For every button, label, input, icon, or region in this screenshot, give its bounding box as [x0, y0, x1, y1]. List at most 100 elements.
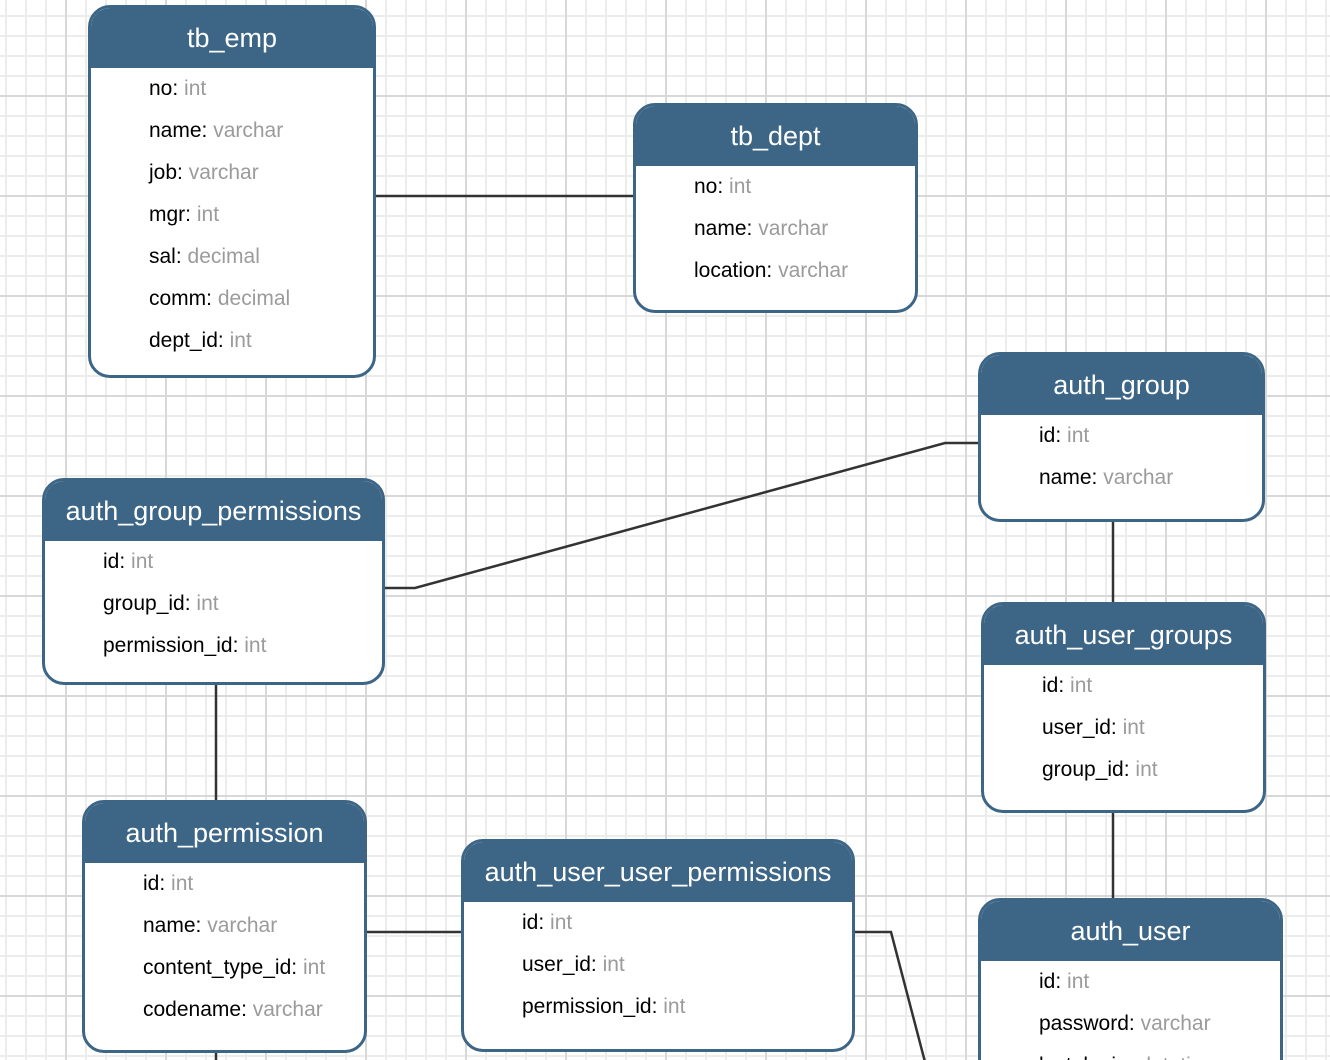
field-name: content_type_id [143, 956, 292, 979]
field-type: int [1122, 716, 1145, 739]
field-type: int [244, 634, 267, 657]
field-separator: : [119, 550, 132, 573]
field-row: location: varchar [694, 250, 905, 292]
field-type: decimal [217, 287, 291, 310]
field-name: location [694, 259, 767, 282]
field-row: id: int [522, 902, 842, 944]
field-type: int [1067, 424, 1090, 447]
field-type: datetime [1139, 1054, 1220, 1060]
field-type: int [196, 592, 219, 615]
field-separator: : [172, 77, 185, 100]
field-type: varchar [1103, 466, 1174, 489]
field-separator: : [201, 119, 214, 142]
field-separator: : [175, 245, 188, 268]
field-row: group_id: int [1042, 749, 1253, 791]
field-type: int [550, 911, 573, 934]
field-row: name: varchar [694, 208, 905, 250]
field-name: id [1042, 674, 1059, 697]
field-name: user_id [522, 953, 591, 976]
field-separator: : [1123, 758, 1136, 781]
field-type: varchar [188, 161, 259, 184]
field-row: name: varchar [143, 905, 354, 947]
field-row: name: varchar [149, 110, 363, 152]
field-type: int [229, 329, 252, 352]
field-separator: : [1128, 1012, 1141, 1035]
field-separator: : [217, 329, 230, 352]
field-name: name [1039, 466, 1092, 489]
field-name: permission_id [103, 634, 233, 657]
field-row: permission_id: int [103, 625, 372, 667]
field-type: int [1135, 758, 1158, 781]
table-title: auth_group_permissions [65, 496, 362, 526]
field-row: id: int [1039, 961, 1270, 1003]
connector-auth_group_permissions-auth_group[interactable] [385, 441, 978, 590]
field-separator: : [1058, 674, 1071, 697]
field-type: varchar [213, 119, 284, 142]
field-row: name: varchar [1039, 457, 1252, 499]
table-auth_user_user_permissions[interactable]: auth_user_user_permissions id: int user_i… [461, 839, 855, 1052]
field-row: id: int [1039, 415, 1252, 457]
field-separator: : [232, 634, 245, 657]
field-name: group_id [1042, 758, 1124, 781]
field-type: int [131, 550, 154, 573]
field-type: varchar [778, 259, 849, 282]
field-name: no [149, 77, 173, 100]
table-header[interactable]: auth_group [981, 355, 1262, 415]
table-header[interactable]: auth_user_groups [984, 605, 1263, 665]
field-separator: : [241, 998, 253, 1021]
field-row: id: int [1042, 665, 1253, 707]
field-row: no: int [149, 68, 363, 110]
table-header[interactable]: auth_group_permissions [45, 481, 382, 541]
field-name: job [149, 161, 178, 184]
field-row: job: varchar [149, 152, 363, 194]
table-header[interactable]: auth_user [981, 901, 1280, 961]
field-name: password [1039, 1012, 1129, 1035]
table-header[interactable]: tb_emp [91, 8, 373, 68]
field-name: sal [149, 245, 176, 268]
field-separator: : [590, 953, 603, 976]
field-type: int [602, 953, 625, 976]
field-row: no: int [694, 166, 905, 208]
field-name: dept_id [149, 329, 218, 352]
field-name: comm [149, 287, 207, 310]
field-row: password: varchar [1039, 1003, 1270, 1045]
field-type: varchar [758, 217, 829, 240]
table-header[interactable]: auth_permission [85, 803, 364, 863]
field-type: varchar [1140, 1012, 1211, 1035]
field-type: varchar [252, 998, 323, 1021]
field-row: content_type_id: int [143, 947, 354, 989]
field-separator: : [1055, 424, 1068, 447]
connector-auth_user_user_permissions-offscreen-bottom[interactable] [853, 930, 926, 1060]
field-separator: : [717, 175, 730, 198]
field-row: id: int [143, 863, 354, 905]
field-row: dept_id: int [149, 320, 363, 362]
field-name: no [694, 175, 718, 198]
field-type: int [1067, 970, 1090, 993]
field-name: last_login [1039, 1054, 1128, 1060]
table-header[interactable]: tb_dept [636, 106, 915, 166]
field-separator: : [1055, 970, 1068, 993]
field-separator: : [1110, 716, 1123, 739]
table-header[interactable]: auth_user_user_permissions [464, 842, 852, 902]
field-separator: : [177, 161, 189, 184]
field-separator: : [184, 592, 197, 615]
field-row: group_id: int [103, 583, 372, 625]
field-type: int [171, 872, 194, 895]
field-name: group_id [103, 592, 185, 615]
field-separator: : [538, 911, 551, 934]
field-separator: : [195, 914, 208, 937]
